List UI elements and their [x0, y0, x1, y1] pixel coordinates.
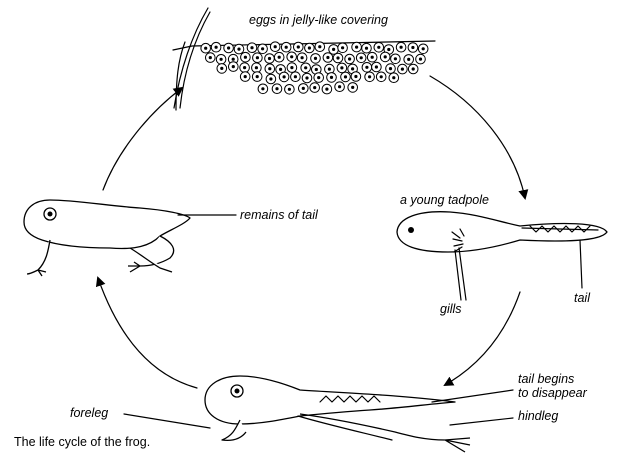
- egg-yolk: [294, 75, 297, 78]
- egg-yolk: [269, 77, 272, 80]
- egg-yolk: [220, 67, 223, 70]
- egg-yolk: [360, 56, 363, 59]
- egg-yolk: [325, 88, 328, 91]
- egg-yolk: [244, 75, 247, 78]
- egg-yolk: [371, 56, 374, 59]
- egg-yolk: [328, 68, 331, 71]
- egg-yolk: [351, 86, 354, 89]
- arrow-froglet-to-frog: [98, 278, 197, 388]
- adult-frog-illustration: [24, 200, 190, 276]
- egg-yolk: [400, 46, 403, 49]
- egg-yolk: [302, 87, 305, 90]
- egg-yolk: [411, 46, 414, 49]
- egg-yolk: [340, 66, 343, 69]
- egg-yolk: [315, 68, 318, 71]
- egg-yolk: [220, 58, 223, 61]
- egg-yolk: [256, 75, 259, 78]
- egg-yolk: [336, 56, 339, 59]
- egg-yolk: [283, 75, 286, 78]
- egg-yolk: [313, 86, 316, 89]
- egg-yolk: [237, 48, 240, 51]
- egg-yolk: [368, 75, 371, 78]
- egg-yolk: [387, 48, 390, 51]
- egg-yolk: [344, 75, 347, 78]
- egg-yolk: [308, 46, 311, 49]
- label-eggs: eggs in jelly-like covering: [249, 13, 388, 27]
- egg-yolk: [355, 46, 358, 49]
- egg-yolk: [290, 66, 293, 69]
- egg-yolk: [354, 75, 357, 78]
- egg-yolk: [377, 46, 380, 49]
- caption: The life cycle of the frog.: [14, 435, 150, 449]
- egg-yolk: [261, 47, 264, 50]
- egg-yolk: [232, 58, 235, 61]
- egg-yolk: [297, 45, 300, 48]
- label-young-tadpole: a young tadpole: [400, 193, 489, 207]
- label-gills: gills: [440, 302, 462, 316]
- egg-yolk: [419, 58, 422, 61]
- label-hindleg: hindleg: [518, 409, 558, 423]
- egg-yolk: [338, 85, 341, 88]
- egg-yolk: [274, 45, 277, 48]
- egg-yolk: [268, 67, 271, 70]
- egg-yolk: [317, 76, 320, 79]
- egg-yolk: [255, 66, 258, 69]
- egg-yolk: [394, 57, 397, 60]
- egg-yolk: [244, 56, 247, 59]
- egg-yolk: [232, 65, 235, 68]
- froglet-illustration: [205, 376, 470, 452]
- egg-yolk: [365, 66, 368, 69]
- egg-yolk: [285, 46, 288, 49]
- egg-yolk: [341, 46, 344, 49]
- egg-yolk: [305, 76, 308, 79]
- egg-yolk: [301, 56, 304, 59]
- egg-yolk: [375, 65, 378, 68]
- arrow-eggs-to-tadpole: [430, 76, 525, 198]
- egg-yolk: [288, 88, 291, 91]
- egg-yolk: [279, 68, 282, 71]
- egg-yolk: [268, 57, 271, 60]
- egg-yolk: [392, 76, 395, 79]
- egg-yolk: [332, 48, 335, 51]
- egg-yolk: [209, 56, 212, 59]
- egg-yolk: [227, 46, 230, 49]
- egg-yolk: [215, 46, 218, 49]
- arrow-frog-to-eggs: [103, 88, 182, 190]
- egg-yolk: [204, 47, 207, 50]
- label-to-disappear: to disappear: [518, 386, 588, 400]
- label-remains-of-tail: remains of tail: [240, 208, 319, 222]
- egg-yolk: [326, 56, 329, 59]
- label-tail: tail: [574, 291, 591, 305]
- egg-yolk: [275, 87, 278, 90]
- egg-yolk: [243, 66, 246, 69]
- egg-yolk: [261, 87, 264, 90]
- egg-yolk: [407, 58, 410, 61]
- egg-yolk: [330, 76, 333, 79]
- egg-yolk: [384, 55, 387, 58]
- egg-yolk: [304, 66, 307, 69]
- egg-yolk: [380, 75, 383, 78]
- egg-yolk: [250, 46, 253, 49]
- egg-yolk: [389, 67, 392, 70]
- egg-yolk: [365, 47, 368, 50]
- egg-yolk: [412, 67, 415, 70]
- egg-yolk: [422, 47, 425, 50]
- egg-yolk: [401, 68, 404, 71]
- egg-yolk: [318, 45, 321, 48]
- egg-yolk: [351, 67, 354, 70]
- egg-yolk: [348, 57, 351, 60]
- egg-yolk: [256, 56, 259, 59]
- egg-yolk: [314, 57, 317, 60]
- label-foreleg: foreleg: [70, 406, 108, 420]
- egg-yolk: [290, 55, 293, 58]
- label-tail-begins: tail begins: [518, 372, 574, 386]
- young-tadpole-illustration: [397, 212, 607, 252]
- egg-yolk: [278, 56, 281, 59]
